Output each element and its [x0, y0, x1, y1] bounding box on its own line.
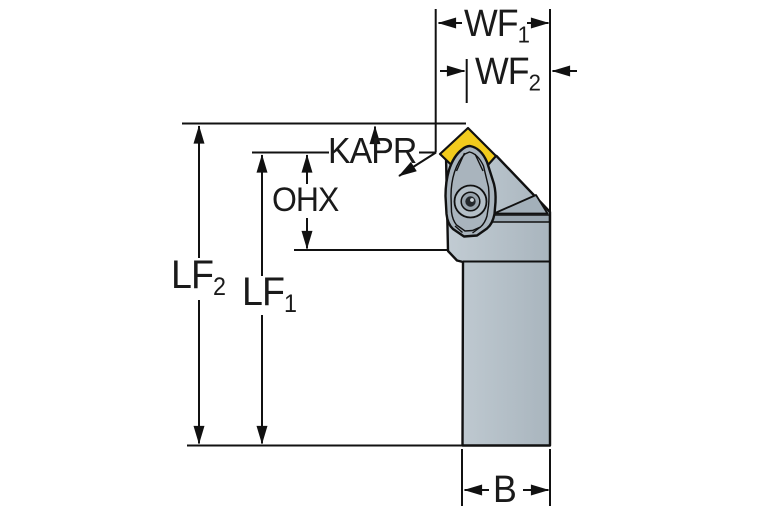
seat-shelf: [489, 214, 551, 223]
clamp-facet-line-left: [455, 152, 466, 172]
label-kapr-base: KAPR: [328, 130, 417, 171]
label-wf2-base: WF: [475, 51, 530, 93]
dimension-lines: [182, 9, 577, 506]
label-lf2-sub: 2: [213, 273, 226, 301]
label-kapr: KAPR: [328, 130, 417, 171]
label-wf2-sub: 2: [528, 69, 541, 96]
label-lf1-base: LF: [242, 270, 285, 314]
screw-highlight: [470, 198, 474, 202]
head-facet: [493, 194, 549, 215]
clamp-facet-line-right: [474, 153, 484, 172]
clamp-facet-line-bl: [454, 225, 463, 234]
label-b: B: [493, 469, 517, 511]
label-wf1-sub: 1: [517, 21, 530, 48]
clamp-facet-line-br: [472, 226, 481, 234]
label-lf2-base: LF: [171, 253, 214, 297]
clamp-screw: [453, 184, 488, 219]
label-ohx: OHX: [272, 181, 339, 219]
label-wf1: WF1: [464, 5, 530, 47]
label-wf2: WF2: [475, 53, 541, 95]
clamp-inner-line: [450, 151, 490, 232]
insert-clamp: [444, 144, 497, 238]
label-lf1-sub: 1: [284, 290, 297, 318]
label-b-base: B: [493, 469, 517, 511]
label-lf1: LF1: [242, 272, 297, 318]
kapr-angle-leader: [398, 151, 437, 177]
label-ohx-base: OHX: [272, 181, 339, 219]
screw-socket: [465, 196, 476, 207]
label-wf1-base: WF: [464, 3, 519, 45]
label-lf2: LF2: [171, 255, 226, 301]
